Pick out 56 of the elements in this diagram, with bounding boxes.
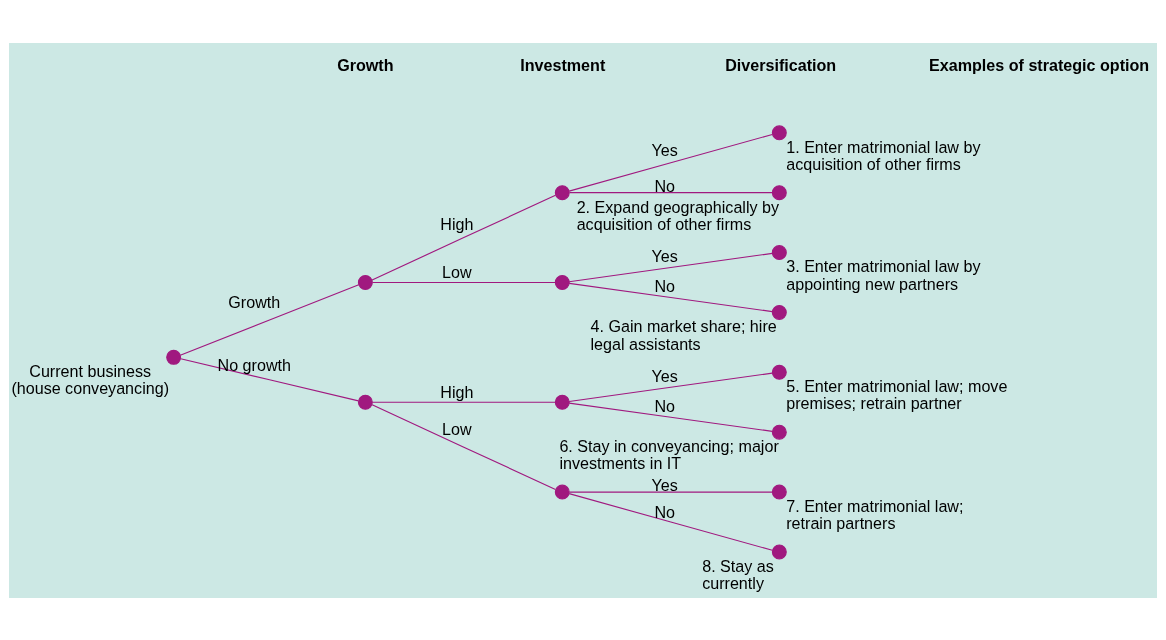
label: Examples of strategic option xyxy=(929,55,1150,74)
connector xyxy=(371,194,557,280)
node-circle xyxy=(357,274,373,290)
node-label: 2. Expand geographically by acquisition of other firms xyxy=(576,196,780,233)
label: Diversification xyxy=(725,55,837,74)
node-label: 7. Enter matrimonial law; retrain partners xyxy=(786,496,964,532)
node-label: 6. Stay in conveyancing; major investments in IT xyxy=(559,436,779,472)
edge-label: Low xyxy=(442,262,472,281)
node-circle xyxy=(771,184,787,200)
node-label: 4. Gain market share; hire legal assistants xyxy=(590,316,777,353)
label: Growth xyxy=(337,55,394,74)
label: Investment xyxy=(520,55,606,74)
node-circle xyxy=(357,394,373,410)
edge-label: No xyxy=(654,502,676,521)
node-circle xyxy=(554,184,570,200)
edge-label: Yes xyxy=(651,140,678,159)
edge-label: Yes xyxy=(651,246,678,265)
edge-label: No xyxy=(654,276,676,295)
connector xyxy=(568,282,773,312)
connector xyxy=(569,191,773,193)
connector xyxy=(568,492,773,551)
edge-label: Growth xyxy=(228,292,281,311)
node-label: 3. Enter matrimonial law by appointing new partners xyxy=(786,256,981,293)
connector xyxy=(568,133,773,192)
connector xyxy=(372,401,556,403)
connector xyxy=(179,283,360,356)
edge-label: No growth xyxy=(217,355,291,374)
node-label: 8. Stay as currently xyxy=(702,556,774,592)
node-circle xyxy=(771,484,787,500)
node-circle xyxy=(771,364,787,380)
connector xyxy=(371,403,557,490)
node-circle xyxy=(554,274,570,290)
edge-label: High xyxy=(440,382,474,401)
edge-label: No xyxy=(654,396,676,415)
edge-label: Yes xyxy=(651,366,678,385)
node-circle xyxy=(166,349,182,365)
node-circle xyxy=(771,244,787,260)
edge-label: High xyxy=(440,214,474,233)
node-circle xyxy=(771,424,787,440)
node-label: Current business (house conveyancing) xyxy=(11,361,169,397)
connector xyxy=(568,372,773,402)
connector xyxy=(568,252,773,282)
node-circle xyxy=(554,394,570,410)
connector xyxy=(568,402,773,432)
node-circle xyxy=(771,124,787,140)
edge-label: Low xyxy=(442,419,472,438)
node-circle xyxy=(771,543,787,559)
node-circle xyxy=(554,484,570,500)
connector xyxy=(180,357,359,401)
node-label: 1. Enter matrimonial law by acquisition of other firms xyxy=(786,137,981,173)
connector xyxy=(372,281,556,283)
node-label: 5. Enter matrimonial law; move premises; retrain partner xyxy=(786,376,1008,412)
edge-label: Yes xyxy=(651,475,678,494)
connector xyxy=(569,491,773,493)
edge-label: No xyxy=(654,176,676,195)
node-circle xyxy=(771,304,787,320)
